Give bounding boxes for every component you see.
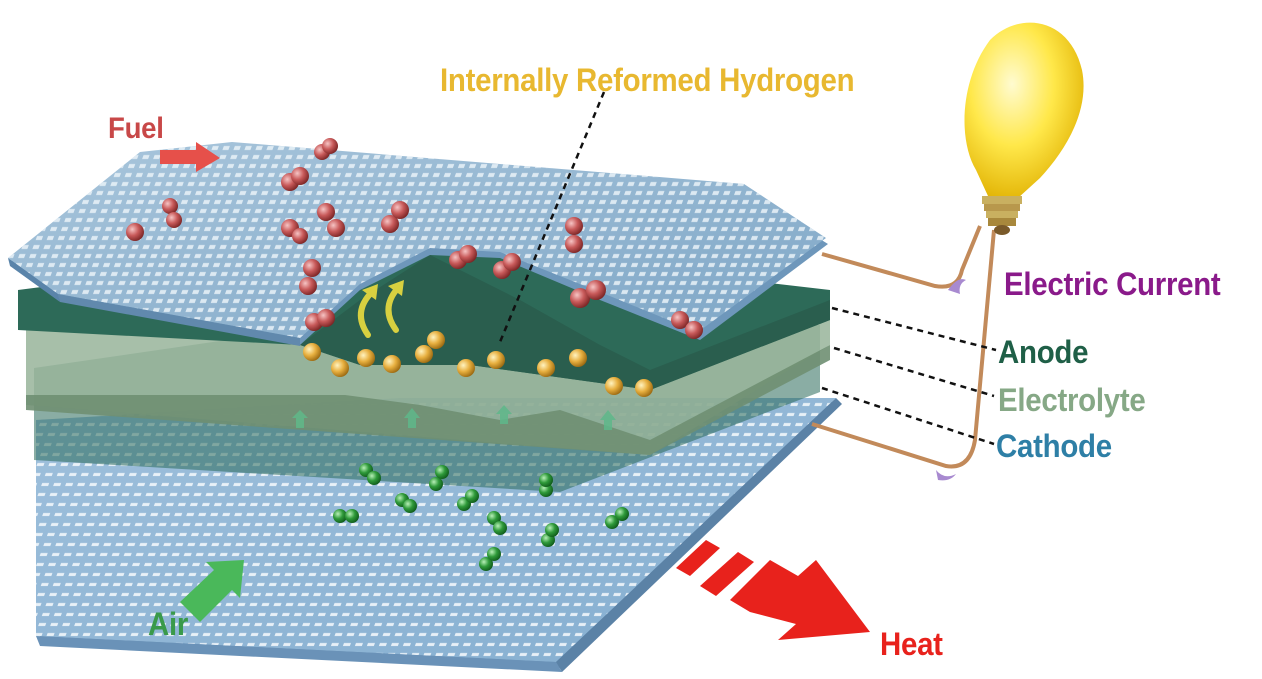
anode-label: Anode [998,334,1089,370]
oxygen-molecules [333,463,629,571]
electric-current-label: Electric Current [1004,266,1221,302]
air-arrow-icon [180,560,244,622]
heat-arrow-icon [676,540,870,640]
ion-flow-arrows [292,405,616,430]
hydrogen-atoms [303,331,653,397]
fuel-label: Fuel [108,112,164,145]
reform-arrows [358,280,404,338]
label-leader-lines [498,91,997,446]
cathode-label: Cathode [996,428,1112,464]
fuel-channel-plate [8,142,828,346]
heat-label: Heat [880,626,943,662]
air-label: Air [148,606,189,642]
current-direction-markers [936,279,966,481]
electrolyte-label: Electrolyte [998,382,1146,418]
circuit-wire [811,225,996,469]
fuel-arrow-icon [160,142,220,172]
hydrogen-label: Internally Reformed Hydrogen [440,62,855,98]
light-bulb-icon [964,22,1084,235]
fuel-molecules [126,138,703,339]
